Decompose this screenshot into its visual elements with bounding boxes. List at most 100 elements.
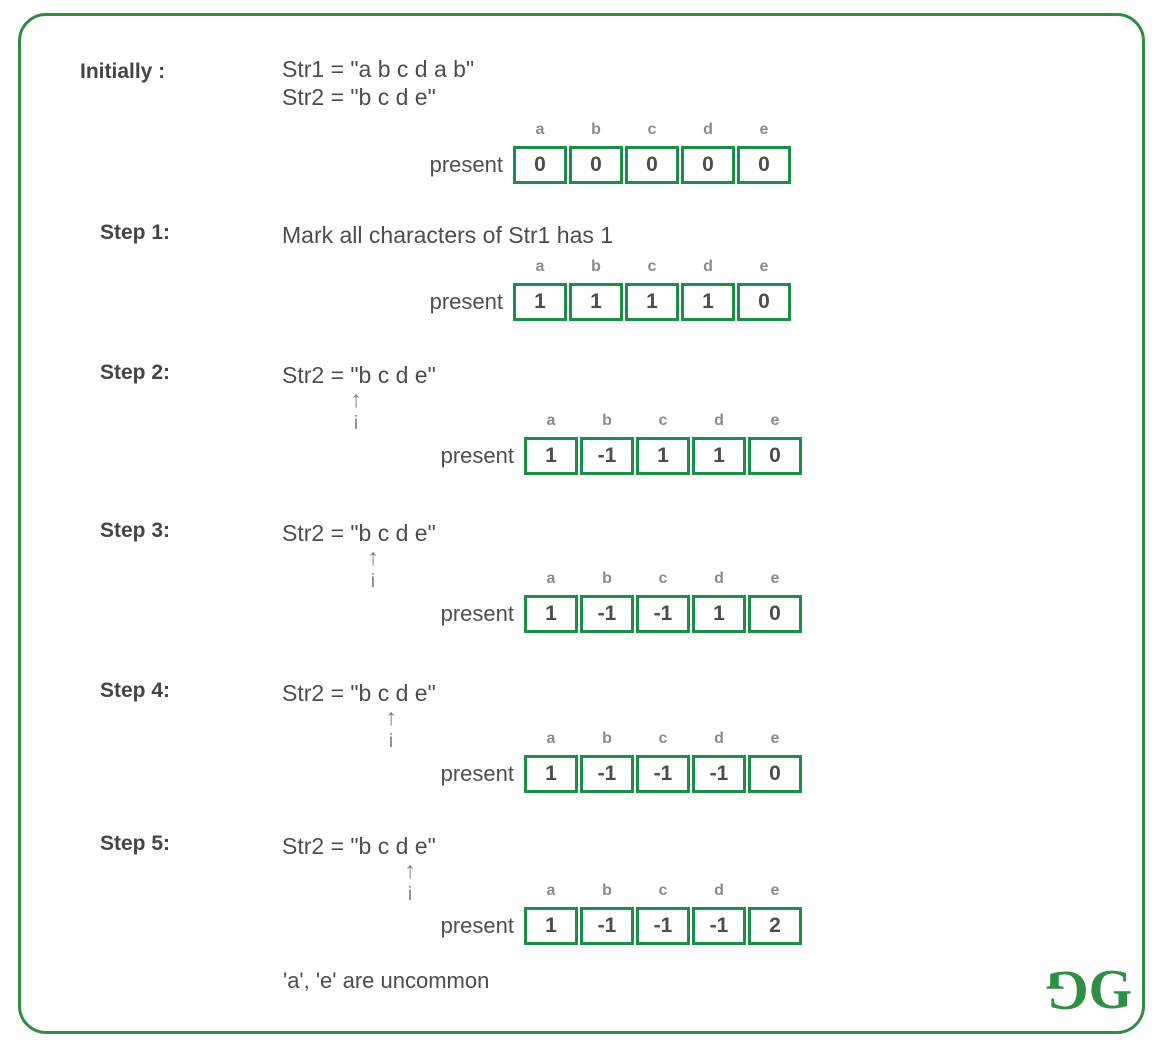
up-arrow-icon: ↑ [350,386,362,412]
step-label: Step 5: [100,832,171,855]
array-header: a [535,258,545,275]
array-header: a [535,121,545,138]
array-cell: -1 [580,595,634,633]
array-cell: -1 [636,595,690,633]
array-header: a [546,412,556,429]
array-cell: -1 [692,755,746,793]
array-cell: 0 [569,146,623,184]
array-header-row: a b c d e [524,412,802,430]
array-header: d [703,258,713,275]
str2-text: Str2 = "b c d e" [282,680,436,706]
step-label: Step 3: [100,519,171,542]
array-header: e [770,570,780,587]
array-header: e [759,121,769,138]
array-cell: -1 [636,755,690,793]
array-header: d [703,121,713,138]
logo-g: G [1088,959,1133,1021]
index-pointer-label: i [407,884,413,905]
index-pointer-label: i [388,731,394,752]
step-label: Step 1: [100,221,171,244]
array-header: b [602,882,612,899]
index-pointer-label: i [353,413,359,434]
step-label: Step 4: [100,679,171,702]
str2-text: Str2 = "b c d e" [282,84,436,110]
array-cell: 1 [569,283,623,321]
array-header: c [658,412,668,429]
array-header: e [770,412,780,429]
array-cell: -1 [692,907,746,945]
str2-text: Str2 = "b c d e" [282,833,436,859]
array-header: a [546,882,556,899]
array-header-row: a b c d e [524,570,802,588]
array-header: c [658,570,668,587]
array-header: a [546,570,556,587]
array-header: b [591,121,601,138]
present-label: present [440,601,514,626]
array-cell: 1 [636,437,690,475]
array-cell: 0 [748,755,802,793]
array-header: a [546,730,556,747]
array-cell: 2 [748,907,802,945]
result-text: 'a', 'e' are uncommon [283,968,490,993]
array-cell: 0 [513,146,567,184]
array-cell: 0 [748,437,802,475]
present-label: present [440,913,514,938]
array-header: b [602,412,612,429]
array-header-row: a b c d e [524,882,802,900]
array-cell: 1 [625,283,679,321]
array-cell: 0 [681,146,735,184]
geeksforgeeks-logo: GG [1050,959,1133,1021]
step-label: Initially : [80,60,166,83]
str2-text: Str2 = "b c d e" [282,520,436,546]
array-cell: 1 [524,595,578,633]
present-label: present [429,152,503,177]
array-header: b [602,570,612,587]
array-cell: -1 [580,755,634,793]
str1-text: Str1 = "a b c d a b" [282,56,475,82]
up-arrow-icon: ↑ [404,857,416,883]
present-array: 1 -1 -1 1 0 [524,595,802,633]
array-cell: -1 [580,907,634,945]
array-cell: 0 [737,283,791,321]
array-cell: 1 [692,595,746,633]
present-label: present [440,761,514,786]
array-cell: 1 [513,283,567,321]
array-header-row: a b c d e [513,121,791,139]
array-header: e [770,730,780,747]
present-label: present [429,289,503,314]
array-cell: 1 [524,755,578,793]
array-header: d [714,570,724,587]
str2-text: Str2 = "b c d e" [282,362,436,388]
array-header: e [759,258,769,275]
array-cell: 1 [524,437,578,475]
present-array: 0 0 0 0 0 [513,146,791,184]
step-label: Step 2: [100,361,171,384]
array-cell: 0 [748,595,802,633]
array-header: c [647,121,657,138]
array-header: c [658,882,668,899]
logo-g-rotated: G [1050,959,1089,1021]
present-array: 1 -1 -1 -1 0 [524,755,802,793]
array-header: d [714,730,724,747]
up-arrow-icon: ↑ [367,544,379,570]
array-header: b [602,730,612,747]
array-cell: 1 [692,437,746,475]
present-array: 1 -1 1 1 0 [524,437,802,475]
array-header: c [647,258,657,275]
array-cell: 1 [524,907,578,945]
rounded-green-frame [18,13,1145,1034]
array-header: e [770,882,780,899]
array-cell: -1 [636,907,690,945]
present-array: 1 1 1 1 0 [513,283,791,321]
step-description: Mark all characters of Str1 has 1 [282,222,614,248]
present-array: 1 -1 -1 -1 2 [524,907,802,945]
array-header: d [714,882,724,899]
array-header-row: a b c d e [513,258,791,276]
array-header: c [658,730,668,747]
up-arrow-icon: ↑ [385,704,397,730]
array-cell: 0 [625,146,679,184]
array-header: b [591,258,601,275]
array-header-row: a b c d e [524,730,802,748]
present-label: present [440,443,514,468]
